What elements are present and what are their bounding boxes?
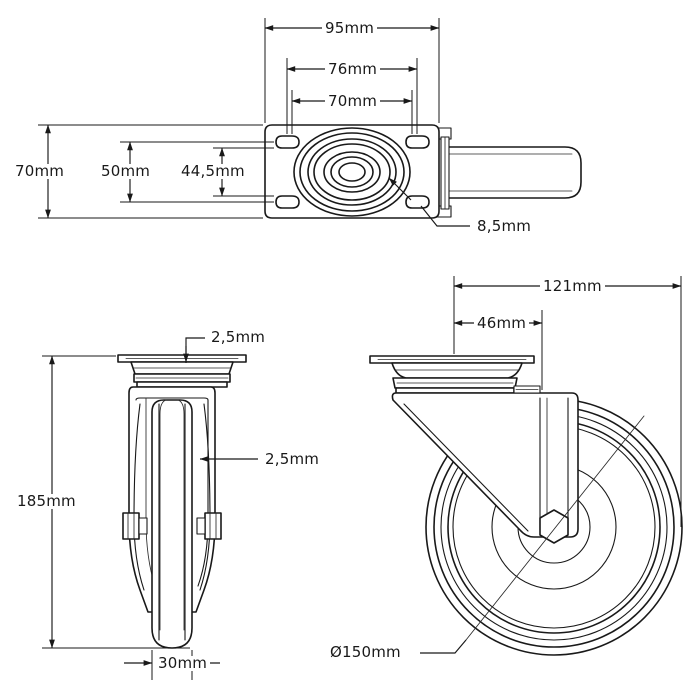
- dim-label-95mm: 95mm: [322, 21, 378, 36]
- side-view-group: [369, 276, 683, 656]
- dim-label-70mm-vertical: 70mm: [12, 164, 68, 179]
- dim-label-2-5mm-plate: 2,5mm: [208, 330, 269, 345]
- dim-label-30mm: 30mm: [155, 656, 211, 671]
- dim-label-121mm: 121mm: [540, 279, 605, 294]
- front-view-wheel: [151, 399, 193, 649]
- side-view-swivel-assembly: [391, 362, 523, 394]
- dim-label-150mm-diameter: Ø150mm: [327, 645, 404, 660]
- dim-2-5mm-plate-leader: [183, 337, 205, 363]
- side-view-fork: [391, 392, 579, 538]
- dim-label-76mm: 76mm: [325, 62, 381, 77]
- dim-label-44-5mm: 44,5mm: [178, 164, 248, 179]
- top-view-group: [38, 18, 582, 227]
- front-view-mounting-plate: [117, 354, 247, 363]
- side-view-bracket-tab: [513, 385, 541, 394]
- dim-label-185mm: 185mm: [14, 494, 79, 509]
- dim-label-2-5mm-tread: 2,5mm: [262, 452, 323, 467]
- front-view-group: [42, 337, 258, 680]
- top-view-fork-arm: [446, 146, 582, 199]
- front-view-axle-left: [122, 512, 148, 540]
- dim-label-50mm: 50mm: [98, 164, 154, 179]
- dim-label-46mm: 46mm: [474, 316, 530, 331]
- top-view-bolt-holes: [275, 135, 430, 209]
- front-view-axle-right: [196, 512, 222, 540]
- front-view-swivel-assembly: [130, 361, 234, 388]
- dim-150mm-leader: [420, 415, 645, 654]
- top-view-swivel-raceway: [293, 127, 411, 217]
- side-view-axle-nut: [539, 509, 569, 544]
- dim-label-8-5mm: 8,5mm: [474, 219, 535, 234]
- dim-8-5mm-leader: [388, 177, 470, 227]
- side-view-mounting-plate: [369, 355, 535, 364]
- dim-label-70mm-horizontal: 70mm: [325, 94, 381, 109]
